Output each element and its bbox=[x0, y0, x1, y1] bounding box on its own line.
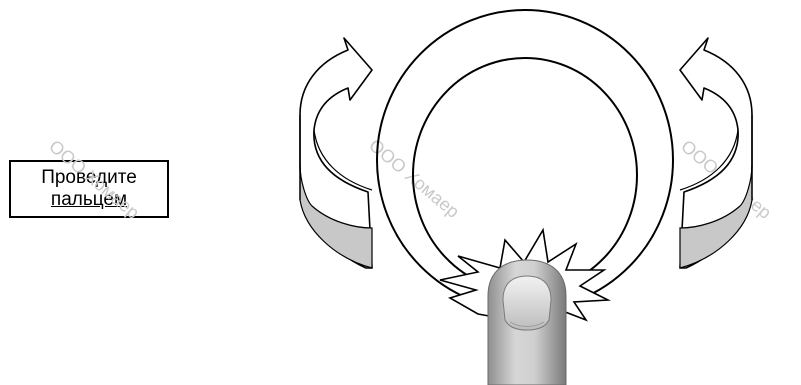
curved-arrow-clockwise-icon bbox=[680, 38, 752, 268]
fingertip-press-icon bbox=[488, 260, 566, 385]
curved-arrow-counterclockwise-icon bbox=[300, 38, 372, 268]
